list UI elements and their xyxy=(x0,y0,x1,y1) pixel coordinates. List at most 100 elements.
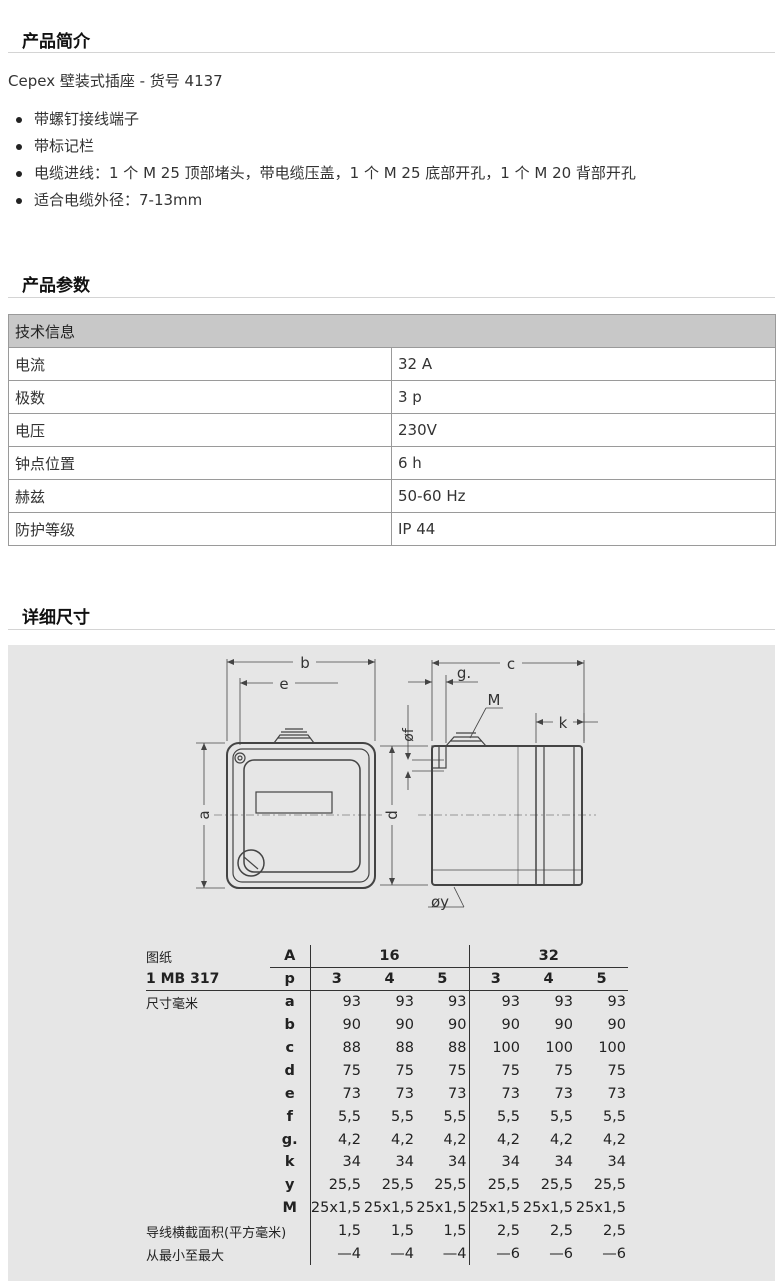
dimension-value: 90 xyxy=(468,1013,522,1037)
dim-label-c: c xyxy=(507,655,515,673)
spec-label: 防护等级 xyxy=(8,512,392,546)
dimension-value: 90 xyxy=(554,1017,573,1034)
row-unit-label xyxy=(146,1014,270,1037)
dimension-symbol: d xyxy=(284,1062,295,1079)
dimension-value: 1,5 xyxy=(443,1223,467,1240)
dimension-value: —4 xyxy=(390,1246,414,1263)
row-unit-label xyxy=(146,1151,270,1174)
dimension-symbol: e xyxy=(284,1085,295,1102)
dimension-value: 4,2 xyxy=(602,1131,626,1148)
dimension-value: 100 xyxy=(598,1040,626,1056)
spec-label: 电压 xyxy=(8,413,392,447)
table-row: 1 MB 317 p 3 4 5 3 4 5 xyxy=(146,967,628,992)
pole-header: 5 xyxy=(416,967,469,992)
dimension-value: 2,5 xyxy=(549,1223,573,1240)
dimension-value: 25,5 xyxy=(593,1177,626,1194)
dimension-value: 75 xyxy=(395,1062,414,1079)
cross-section-row-label: 导线横截面积(平方毫米) xyxy=(146,1225,287,1241)
dimension-value: 34 xyxy=(468,1151,522,1174)
pole-header: 3 xyxy=(309,967,363,992)
params-divider xyxy=(8,297,775,298)
range-row: 从最小至最大—4—4—4—6—6—6 xyxy=(146,1242,628,1266)
dimension-value: 73 xyxy=(607,1085,626,1102)
dimension-value: 34 xyxy=(607,1154,626,1171)
dimension-symbol: k xyxy=(284,1154,295,1171)
table-row: 极数 3 p xyxy=(8,380,776,414)
dimension-value: 93 xyxy=(395,994,414,1011)
pole-header: 3 xyxy=(468,967,522,992)
dimension-value: 5,5 xyxy=(602,1108,626,1125)
row-unit-label xyxy=(146,1105,270,1128)
feature-list: 带螺钉接线端子 带标记栏 电缆进线：1 个 M 25 顶部堵头，带电缆压盖，1 … xyxy=(14,106,636,214)
dimension-value: 75 xyxy=(468,1059,522,1083)
row-unit-label xyxy=(146,1037,270,1060)
dimension-value: 5,5 xyxy=(468,1105,522,1129)
dimension-value: 90 xyxy=(448,1017,467,1034)
dimensions-divider xyxy=(8,629,775,630)
dim-label-m: M xyxy=(488,691,501,709)
dimension-value: —6 xyxy=(468,1242,522,1266)
dim-label-b: b xyxy=(300,654,310,672)
dimension-value: —6 xyxy=(549,1246,573,1263)
dimension-value: 4,2 xyxy=(443,1131,467,1148)
spec-value: 32 A xyxy=(391,347,776,381)
dimension-value: 25,5 xyxy=(434,1177,467,1194)
dimension-value: 25,5 xyxy=(381,1177,414,1194)
dimension-value: 4,2 xyxy=(309,1128,363,1152)
spec-value: 230V xyxy=(391,413,776,447)
intro-heading: 产品简介 xyxy=(22,32,90,52)
dimension-value: 88 xyxy=(448,1040,467,1056)
dimension-symbol: y xyxy=(285,1177,295,1194)
dimension-value: 25,5 xyxy=(540,1177,573,1194)
dimension-value: 5,5 xyxy=(549,1108,573,1125)
dimension-value: 73 xyxy=(309,1082,363,1106)
spec-table-header: 技术信息 xyxy=(8,314,776,348)
dim-label-k: k xyxy=(559,714,568,732)
dimension-value: 75 xyxy=(448,1062,467,1079)
feature-item: 带标记栏 xyxy=(14,133,636,160)
dimension-symbol: f xyxy=(286,1108,293,1125)
pole-header: 4 xyxy=(363,967,416,992)
dimension-value: 25x1,5 xyxy=(575,1200,626,1217)
dimension-value: 93 xyxy=(448,994,467,1011)
dimension-value: 25x1,5 xyxy=(468,1196,522,1220)
pole-header: 4 xyxy=(522,967,575,992)
dimension-value: 73 xyxy=(554,1085,573,1102)
dim-label-y: øy xyxy=(431,893,449,911)
group-32: 32 xyxy=(468,945,628,969)
dimension-symbol: g. xyxy=(281,1131,298,1148)
dimension-value: —6 xyxy=(602,1246,626,1263)
dimension-value: 90 xyxy=(395,1017,414,1034)
product-description: Cepex 壁装式插座 - 货号 4137 xyxy=(8,72,223,90)
dimension-value: 73 xyxy=(468,1082,522,1106)
spec-header-cell: 技术信息 xyxy=(8,314,776,348)
table-row: 钟点位置 6 h xyxy=(8,446,776,480)
dim-label-a: a xyxy=(195,810,213,819)
spec-table: 技术信息 电流 32 A 极数 3 p 电压 230V 钟点位置 6 h 赫兹 … xyxy=(8,314,776,546)
dimension-value: 34 xyxy=(309,1151,363,1174)
dimension-symbol: c xyxy=(285,1040,295,1056)
dimension-value: 34 xyxy=(395,1154,414,1171)
dimension-value: 25x1,5 xyxy=(363,1200,414,1217)
a-header: A xyxy=(270,945,310,969)
dimension-value: 100 xyxy=(468,1036,522,1060)
dimension-value: 25x1,5 xyxy=(522,1200,573,1217)
spec-label: 极数 xyxy=(8,380,392,414)
table-row: 电流 32 A xyxy=(8,347,776,381)
dimension-symbol: a xyxy=(284,994,295,1011)
dimension-value: 1,5 xyxy=(309,1219,363,1243)
drawing-number: 1 MB 317 xyxy=(146,967,270,992)
group-16: 16 xyxy=(309,945,469,969)
dim-label-g: g. xyxy=(457,664,471,682)
dimension-value: 5,5 xyxy=(390,1108,414,1125)
dimension-value: 34 xyxy=(554,1154,573,1171)
dimension-value: 90 xyxy=(607,1017,626,1034)
